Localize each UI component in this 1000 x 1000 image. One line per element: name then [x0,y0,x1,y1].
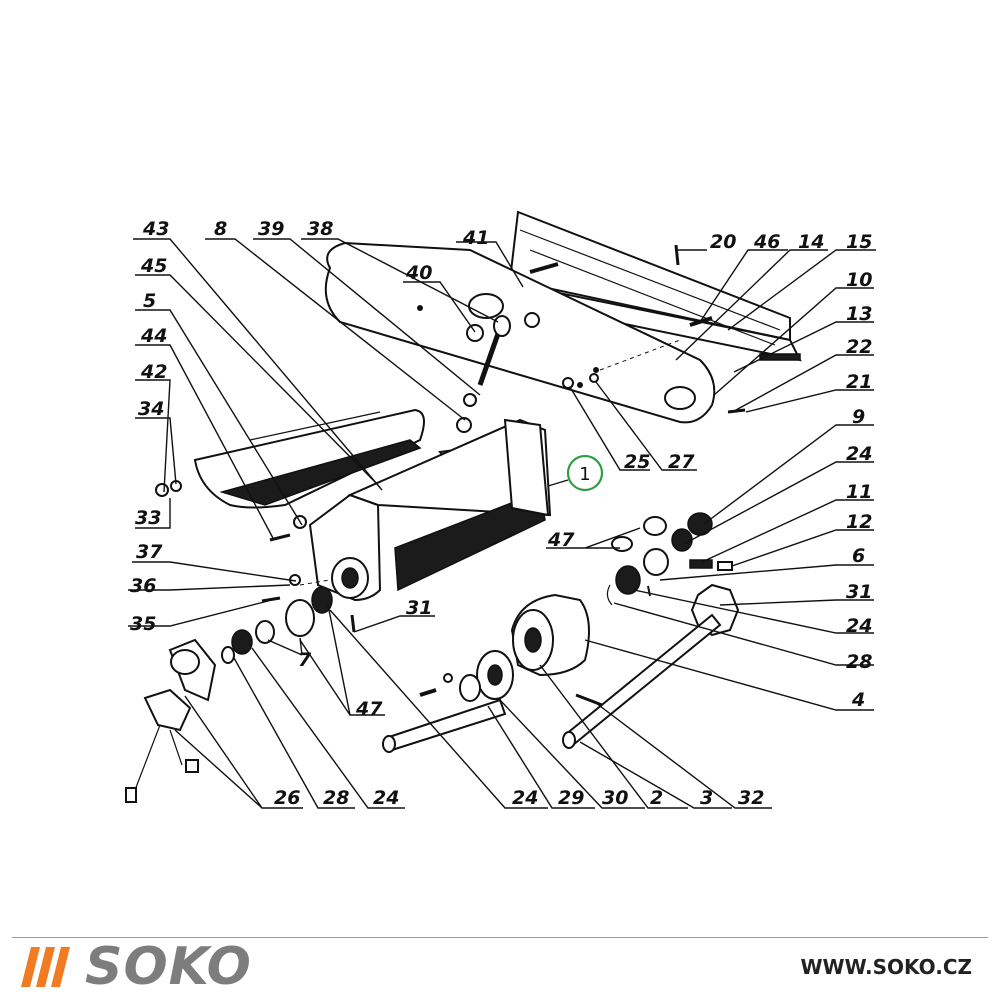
chain-cover [324,241,716,424]
callout-circle [566,454,604,492]
part-label-24-right-top: 24 [846,443,872,465]
trough-guard [193,408,425,509]
part-label-7: 7 [298,649,312,671]
part-label-12: 12 [846,511,872,533]
part-label-38: 38 [307,218,333,240]
right-bearings [606,512,740,637]
part-label-5: 5 [143,290,156,312]
callout-label: 1 [579,464,590,485]
drive-hubs [419,593,590,702]
part-label-31-center: 31 [406,597,432,619]
leader-lines [128,238,876,809]
part-label-40: 40 [405,262,432,284]
part-label-28-right: 28 [846,651,872,673]
shafts [382,613,722,753]
website-url-link[interactable]: WWW.SOKO.CZ [800,955,973,979]
part-label-44: 44 [140,325,167,347]
brand-name: SOKO [85,937,252,997]
part-label-20: 20 [710,231,736,253]
part-label-33: 33 [135,507,161,529]
part-label-29: 29 [558,787,584,809]
part-label-13: 13 [846,303,872,325]
part-label-9: 9 [852,406,865,428]
part-label-41: 41 [462,227,489,249]
part-label-24-bottom-left: 24 [373,787,399,809]
part-label-39: 39 [258,218,284,240]
part-label-3: 3 [700,787,713,809]
part-label-21: 21 [846,371,872,393]
left-bearings [221,586,333,664]
brand-logo[interactable]: SOKO [21,937,252,997]
part-label-35: 35 [130,613,156,635]
part-label-26: 26 [274,787,300,809]
part-label-14: 14 [798,231,824,253]
part-label-34: 34 [138,398,164,420]
bracket-assembly [125,638,217,803]
bolts [529,244,746,414]
part-1-callout[interactable]: 1 [547,454,604,492]
part-label-36: 36 [130,575,156,597]
part-label-43: 43 [142,218,169,240]
logo-stripe-icon [51,947,70,987]
part-label-10: 10 [846,269,872,291]
part-label-24-right-mid: 24 [846,615,872,637]
part-label-15: 15 [846,231,872,253]
part-label-2: 2 [650,787,663,809]
part-label-25: 25 [624,451,650,473]
part-label-30: 30 [602,787,628,809]
part-label-47-upper: 47 [547,529,575,551]
part-label-24-bottom-mid: 24 [512,787,538,809]
part-label-11: 11 [846,481,872,503]
footer-divider [12,937,988,938]
part-label-37: 37 [136,541,163,563]
part-label-4: 4 [851,689,865,711]
part-label-28-bottom: 28 [323,787,349,809]
part-label-32: 32 [738,787,764,809]
part-labels: 43 8 39 38 41 20 46 14 15 10 45 40 13 5 … [130,218,872,809]
part-label-27: 27 [668,451,695,473]
part-label-45: 45 [140,255,167,277]
part-label-8: 8 [214,218,227,240]
drum-housing [308,418,552,602]
part-label-42: 42 [140,361,167,383]
assembly-lines [299,339,681,586]
part-label-31-right: 31 [846,581,872,603]
parts-drawing [125,210,802,803]
part-label-22: 22 [846,336,872,358]
part-label-6: 6 [852,545,865,567]
part-label-47-lower: 47 [355,698,383,720]
part-label-46: 46 [753,231,780,253]
